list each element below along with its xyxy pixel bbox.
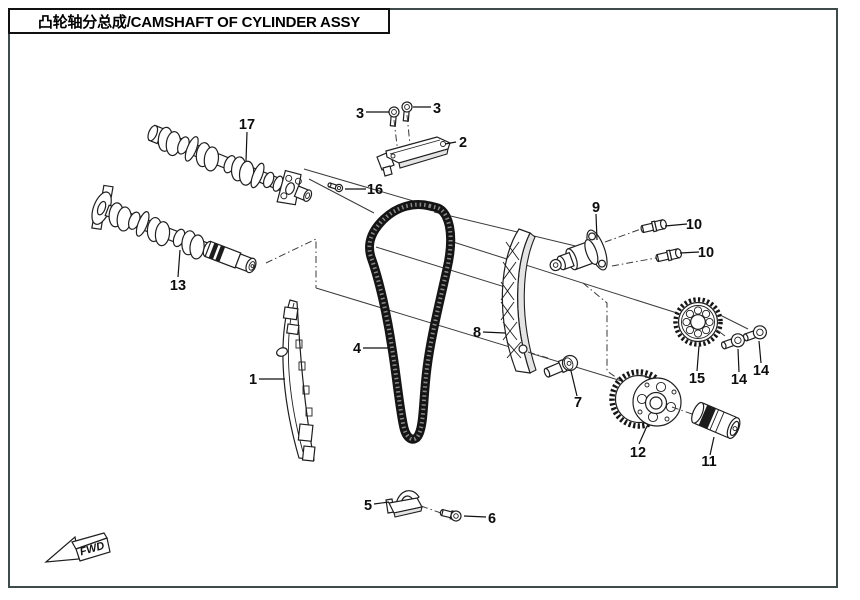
part-2-guide-bracket [376,136,451,177]
part-5-lower-bracket [385,490,423,518]
page-frame: 凸轮轴分总成/CAMSHAFT OF CYLINDER ASSY [8,8,838,588]
part-9-chain-tensioner [549,229,608,272]
part-3-bolt-right [401,101,413,122]
axis-part11 [671,406,693,415]
part-10-bolt-lower [655,248,682,263]
part-7-bolt [543,354,579,378]
part-1-chain-guide [276,299,316,462]
part-label-4: 4 [353,341,361,357]
part-11-plunger [691,401,741,439]
construction-lines [265,168,678,384]
part-label-2: 2 [459,135,467,151]
part-label-14-left: 14 [731,372,747,388]
part-label-8: 8 [473,325,481,341]
part-label-7: 7 [574,395,582,411]
part-label-13: 13 [170,278,186,294]
part-14-bolt-right [742,325,767,342]
part-label-5: 5 [364,498,372,514]
part-12-vvt-sprocket [609,369,682,429]
part-6-bolt [439,508,462,522]
part-label-12: 12 [630,445,646,461]
page-title: 凸轮轴分总成/CAMSHAFT OF CYLINDER ASSY [8,8,390,34]
fwd-arrow: FWD [44,532,111,563]
part-14-bolt-left [720,333,745,350]
part-label-17: 17 [239,117,255,133]
part-labels: 1 2 3 3 4 5 6 7 8 9 10 10 11 12 13 14 14… [170,101,769,527]
part-label-11: 11 [701,454,716,470]
axis-bolt10-upper [604,228,642,243]
part-label-3-right: 3 [433,101,441,117]
axis-bolt6 [420,505,442,514]
axis-bolt14-left [716,329,726,337]
axis-bolt14-right [721,315,749,330]
page-title-text: 凸轮轴分总成/CAMSHAFT OF CYLINDER ASSY [37,13,361,31]
part-13-camshaft-intake [91,184,257,274]
part-label-6: 6 [488,511,496,527]
part-3-bolt-left [388,106,400,127]
axis-bolt10-lower [611,257,657,267]
leader-lines [177,106,762,518]
guide-lattice [500,241,522,359]
part-label-10-lower: 10 [698,245,714,261]
part-label-14-right: 14 [753,363,769,379]
part-label-10-upper: 10 [686,217,702,233]
part-10-bolt-upper [640,219,667,234]
part-label-3-left: 3 [356,106,364,122]
part-8-tensioner-guide [500,228,549,374]
part-label-1: 1 [249,372,257,388]
part-4-timing-chain [364,200,456,444]
part-label-16: 16 [367,182,383,198]
part-label-15: 15 [689,371,705,387]
part-16-bolt [327,182,344,193]
part-label-9: 9 [592,200,600,216]
part-15-sprocket [673,297,723,347]
part-17-camshaft-exhaust [147,124,313,206]
